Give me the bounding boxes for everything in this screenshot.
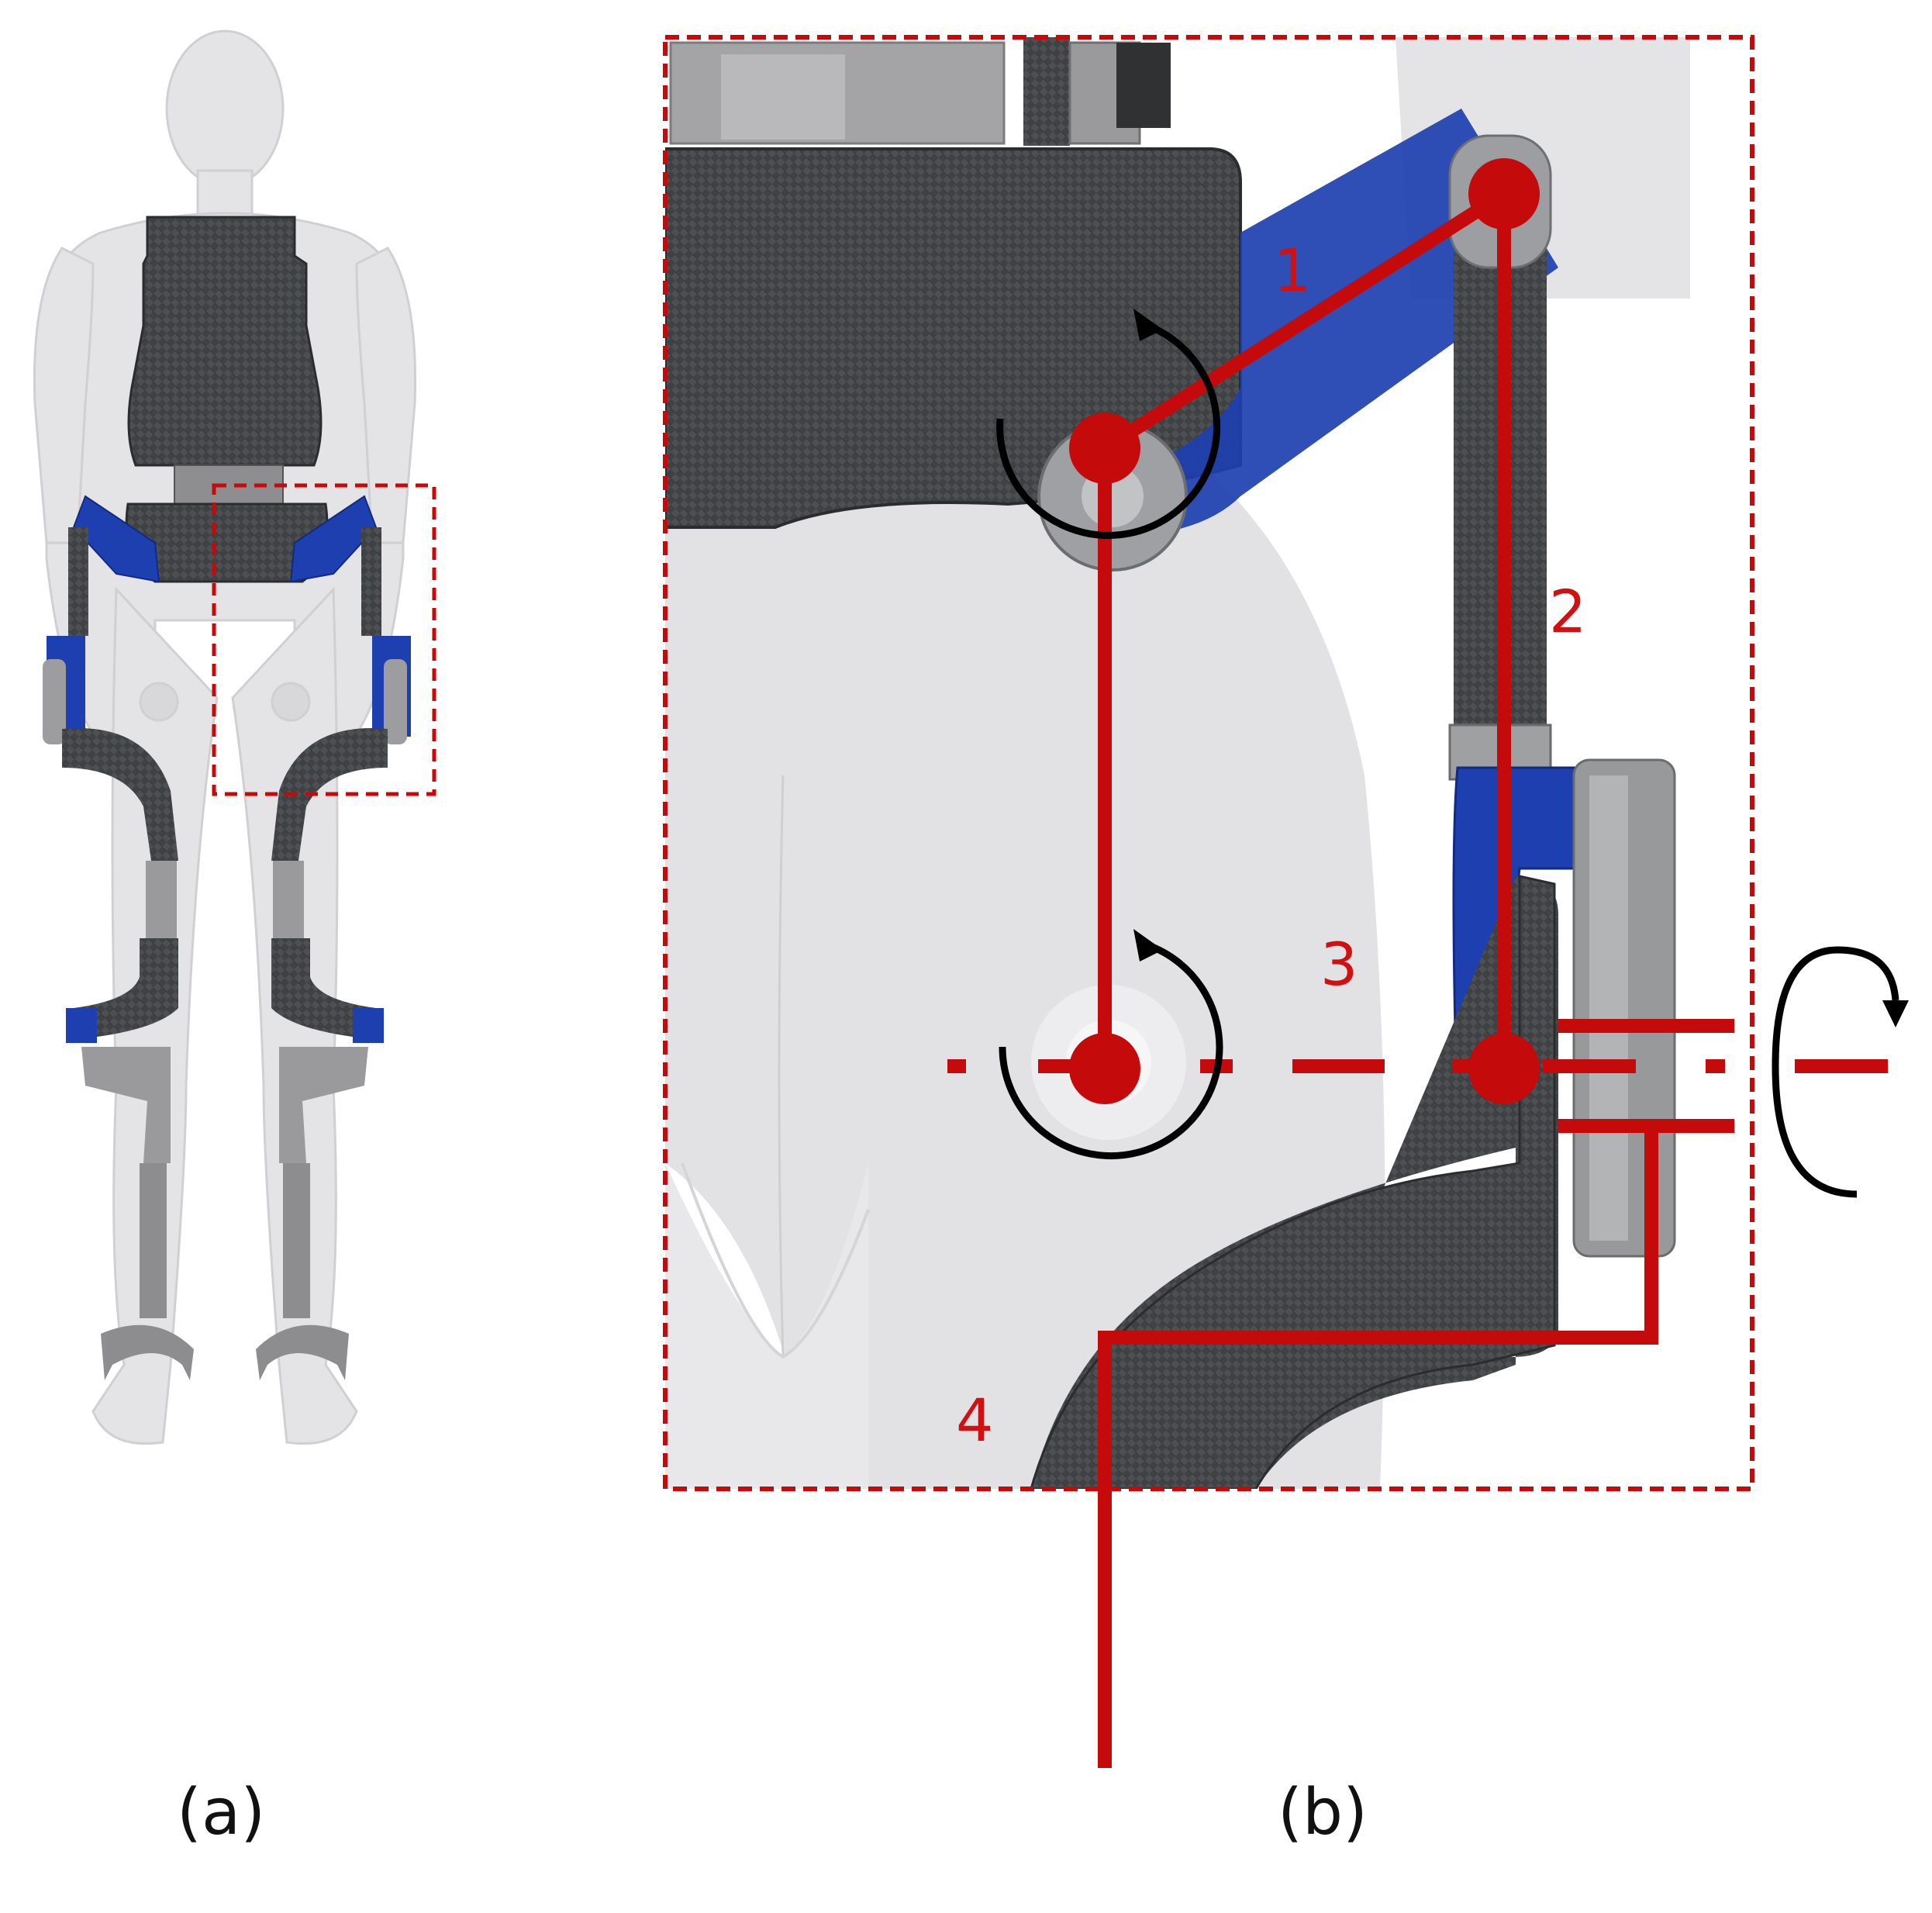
caption-b: (b): [1278, 1776, 1368, 1849]
joint-side: [1468, 1033, 1540, 1104]
rotation-arrow-hip-icon: [999, 941, 1223, 1160]
joint-hip-belt: [1069, 413, 1140, 484]
rotation-arrows: [996, 309, 1909, 1198]
joint-dots: [1069, 158, 1540, 1104]
label-link-4: 4: [956, 1386, 993, 1455]
right-leg-frame: [256, 527, 411, 1380]
zoom-region-box: [212, 483, 436, 796]
panel-a-full-body: [33, 29, 436, 1445]
left-leg-frame: [43, 527, 194, 1380]
mannequin: [33, 29, 417, 1445]
joint-hip-center: [1069, 1033, 1140, 1104]
side-wheel: [1572, 758, 1676, 1258]
rotation-arrow-axis-icon: [1772, 946, 1899, 1198]
hip-bands: [72, 495, 378, 583]
rotation-arrow-belt-icon: [996, 320, 1221, 539]
caption-a: (a): [177, 1776, 266, 1849]
zoom-panel-frame: [663, 35, 1754, 1491]
label-link-3: 3: [1320, 930, 1358, 999]
link-1-line: [1101, 188, 1508, 454]
top-brackets: [669, 37, 1171, 146]
link-4-line: [1098, 1132, 1658, 1768]
joint-top-pivot: [1468, 158, 1540, 230]
label-link-1: 1: [1274, 236, 1311, 305]
torso-vest: [125, 216, 329, 583]
panel-b-zoomed-hip: 1 2 3 4: [663, 35, 1909, 1768]
label-link-2: 2: [1549, 577, 1586, 646]
